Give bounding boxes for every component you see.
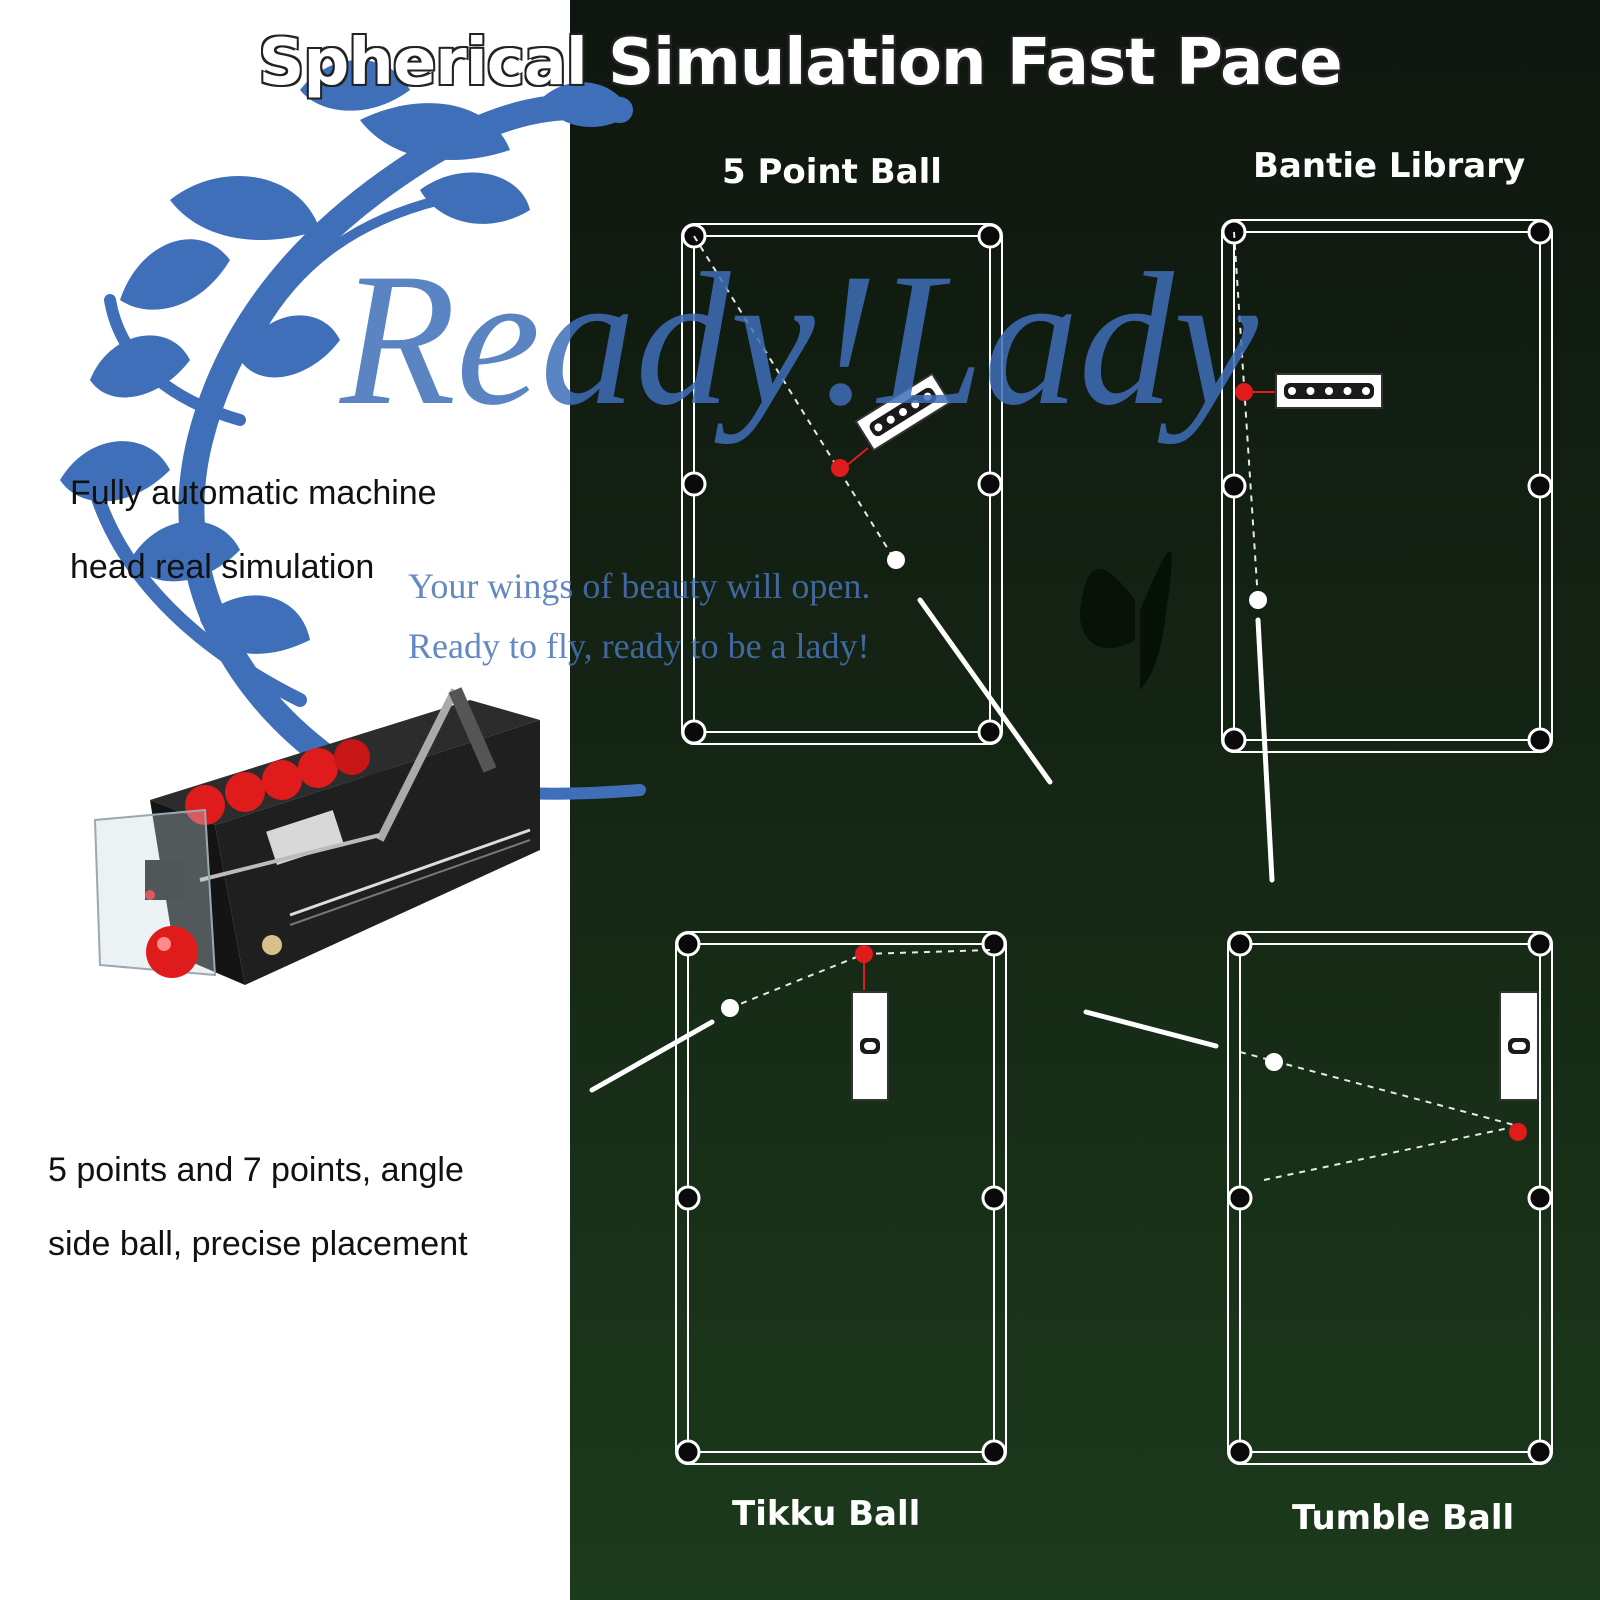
machine-ball (911, 400, 920, 409)
floral-ornament-icon (83, 93, 646, 800)
cue-ball (721, 999, 739, 1017)
bantie-pocket (1527, 219, 1553, 245)
tikku-table (589, 931, 1007, 1465)
machine-ball (1288, 387, 1296, 395)
shot-path (1263, 1125, 1519, 1181)
bantie-rail-outer (1221, 219, 1553, 753)
cue-stick (589, 1019, 715, 1093)
tumble-pocket (1227, 931, 1253, 957)
bantie-pocket (1527, 473, 1553, 499)
ball-machine-icon (93, 687, 540, 985)
cue-stick (1083, 1009, 1219, 1049)
cue-ball (1249, 591, 1267, 609)
cue-ball (887, 551, 905, 569)
object-ball (1235, 383, 1253, 401)
tumble-pocket (1527, 1185, 1553, 1211)
tikku-pocket (675, 1439, 701, 1465)
dark-green-panel (570, 0, 1600, 1600)
machine-ball (1362, 387, 1370, 395)
tumble-pocket (1527, 1439, 1553, 1465)
tikku-pocket (675, 931, 701, 957)
five-point-pocket (681, 719, 707, 745)
tumble-pocket (1227, 1185, 1253, 1211)
machine-ball (1306, 387, 1315, 395)
five-point-pocket (681, 471, 707, 497)
machine-head-icon (1499, 991, 1539, 1101)
watermark-logo-text: Ready!Lady (340, 235, 1258, 445)
watermark-logo: Ready!Lady (340, 240, 1258, 440)
machine-head-icon (1275, 373, 1383, 409)
billiard-tables (589, 219, 1553, 1465)
butterfly-icon (1079, 551, 1172, 690)
cue-stick (1255, 617, 1275, 883)
watermark-tagline-1: Your wings of beauty will open. (408, 566, 871, 606)
label-bantie-library: Bantie Library (1253, 146, 1526, 186)
five-point-pocket (977, 223, 1003, 249)
machine-ball (886, 415, 895, 424)
machine-ball (1343, 387, 1352, 395)
machine-ball (899, 408, 907, 416)
five-point-table (681, 223, 1053, 785)
machine-head-icon (851, 991, 889, 1101)
five-point-pocket (977, 471, 1003, 497)
feature-line-2: head real simulation (70, 548, 375, 586)
label-tumble-ball: Tumble Ball (1292, 1498, 1515, 1538)
object-ball (855, 945, 873, 963)
tumble-pocket (1227, 1439, 1253, 1465)
guide-line (845, 447, 869, 467)
machine-ball (1518, 1042, 1526, 1050)
feature-line-3: 5 points and 7 points, angle (48, 1151, 464, 1189)
cue-ball (1265, 1053, 1283, 1071)
shot-path (863, 949, 991, 955)
machine-ball (1325, 387, 1333, 395)
shot-path (729, 953, 865, 1009)
five-point-pocket (977, 719, 1003, 745)
tumble-table (1083, 931, 1553, 1465)
bantie-pocket (1221, 473, 1247, 499)
machine-ball (868, 1042, 876, 1050)
object-ball (831, 459, 849, 477)
shot-path (1233, 231, 1259, 601)
page-title: Spherical Simulation Fast Pace (258, 26, 1342, 100)
tikku-pocket (981, 1439, 1007, 1465)
bantie-pocket (1221, 727, 1247, 753)
label-tikku-ball: Tikku Ball (732, 1494, 921, 1534)
feature-line-4: side ball, precise placement (48, 1225, 468, 1263)
tikku-pocket (981, 1185, 1007, 1211)
tumble-pocket (1527, 931, 1553, 957)
tikku-pocket (981, 931, 1007, 957)
tikku-rail-inner (687, 943, 995, 1453)
floral-leaves-icon (60, 60, 630, 654)
machine-head-icon (854, 372, 952, 452)
machine-ball (923, 392, 932, 401)
object-ball (1509, 1123, 1527, 1141)
watermark-tagline-2: Ready to fly, ready to be a lady! (408, 626, 870, 666)
feature-line-1: Fully automatic machine (70, 474, 437, 512)
bantie-pocket (1527, 727, 1553, 753)
bantie-table (1221, 219, 1553, 883)
label-5-point-ball: 5 Point Ball (722, 152, 942, 192)
cue-stick (917, 597, 1053, 785)
shot-path (693, 235, 897, 563)
tumble-rail-inner (1239, 943, 1541, 1453)
machine-ball (874, 423, 883, 432)
tikku-pocket (675, 1185, 701, 1211)
bantie-rail-inner (1233, 231, 1541, 741)
